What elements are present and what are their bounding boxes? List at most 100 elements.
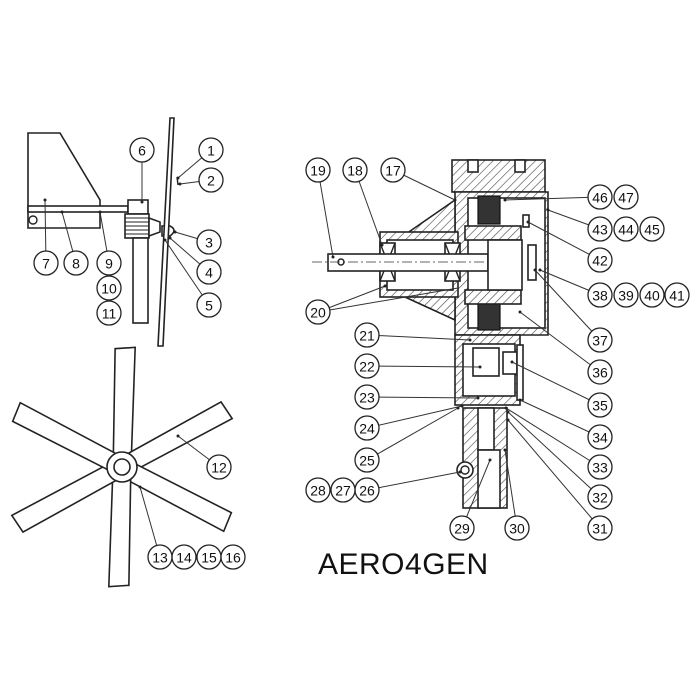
callout-8: 8	[63, 250, 89, 276]
callout-number: 4	[205, 265, 213, 281]
callout-number: 31	[592, 521, 608, 537]
callout-19: 19	[305, 157, 331, 183]
callout-44: 44	[613, 216, 639, 242]
callout-35: 35	[587, 392, 613, 418]
callout-number: 2	[207, 173, 215, 189]
callout-number: 22	[359, 359, 375, 375]
callout-21: 21	[354, 322, 380, 348]
callout-number: 1	[207, 143, 215, 159]
callout-number: 42	[592, 253, 608, 269]
callout-13: 13	[147, 544, 173, 570]
callout-number: 30	[509, 521, 525, 537]
callout-10: 10	[96, 275, 122, 301]
callout-39: 39	[613, 282, 639, 308]
top-cap	[451, 159, 546, 193]
callout-46: 46	[587, 184, 613, 210]
callout-number: 12	[211, 460, 227, 476]
callout-17: 17	[380, 157, 406, 183]
callout-number: 9	[105, 256, 113, 272]
callout-number: 5	[205, 298, 213, 314]
callout-number: 3	[205, 235, 213, 251]
callout-47: 47	[613, 184, 639, 210]
tail-vane	[27, 132, 101, 229]
main-shaft	[327, 253, 489, 272]
callout-number: 26	[359, 483, 375, 499]
callout-number: 45	[644, 222, 660, 238]
rotor-front-view	[10, 346, 234, 588]
callout-number: 21	[359, 328, 375, 344]
rotor-blade	[107, 473, 132, 588]
leader-line	[317, 169, 334, 258]
callout-45: 45	[639, 216, 665, 242]
callout-number: 36	[592, 365, 608, 381]
callout-number: 39	[618, 288, 634, 304]
leader-line	[366, 407, 459, 461]
callout-number: 28	[310, 483, 326, 499]
callout-number: 29	[454, 521, 470, 537]
tower-pole	[132, 237, 149, 324]
callout-22: 22	[354, 353, 380, 379]
callout-38: 38	[587, 282, 613, 308]
callout-number: 14	[176, 550, 192, 566]
leader-line	[519, 399, 601, 438]
callout-number: 43	[592, 222, 608, 238]
leader-line	[505, 407, 601, 468]
leader-line	[504, 449, 518, 529]
leader-line	[504, 196, 601, 201]
tail-boom	[27, 205, 129, 213]
callout-number: 17	[385, 163, 401, 179]
callout-number: 7	[42, 256, 50, 272]
callout-43: 43	[587, 216, 613, 242]
callout-number: 8	[72, 256, 80, 272]
callout-number: 25	[359, 453, 375, 469]
rotor-blade	[112, 346, 137, 461]
callout-number: 6	[138, 143, 146, 159]
callout-27: 27	[330, 477, 356, 503]
callout-32: 32	[587, 484, 613, 510]
leader-line	[366, 334, 471, 341]
leader-line	[164, 239, 210, 306]
callout-number: 16	[225, 550, 241, 566]
callout-33: 33	[587, 454, 613, 480]
callout-1: 1	[198, 137, 224, 163]
callout-4: 4	[196, 259, 222, 285]
blade-side	[157, 117, 175, 347]
callout-number: 15	[201, 550, 217, 566]
callout-29: 29	[449, 515, 475, 541]
leader-line	[527, 221, 601, 261]
callout-number: 10	[101, 281, 117, 297]
callout-23: 23	[354, 384, 380, 410]
stator-bottom	[477, 301, 501, 331]
callout-18: 18	[342, 157, 368, 183]
callout-25: 25	[354, 447, 380, 473]
callout-7: 7	[33, 250, 59, 276]
rotor-blade	[11, 401, 121, 473]
callout-34: 34	[587, 424, 613, 450]
callout-14: 14	[171, 544, 197, 570]
callout-number: 23	[359, 390, 375, 406]
callout-number: 24	[359, 421, 375, 437]
callout-6: 6	[129, 137, 155, 163]
callout-24: 24	[354, 415, 380, 441]
side-view-turbine	[27, 117, 179, 347]
callout-number: 38	[592, 288, 608, 304]
stator-top	[477, 195, 501, 225]
leader-line	[366, 396, 479, 399]
callout-40: 40	[639, 282, 665, 308]
leader-line	[519, 311, 601, 373]
callout-11: 11	[96, 300, 122, 326]
callout-number: 33	[592, 460, 608, 476]
callout-42: 42	[587, 247, 613, 273]
leader-line	[511, 361, 601, 406]
rotor-blade	[10, 461, 121, 534]
leader-line	[366, 471, 461, 491]
callout-30: 30	[504, 515, 530, 541]
leader-line	[534, 269, 601, 341]
callout-2: 2	[198, 167, 224, 193]
callout-number: 27	[335, 483, 351, 499]
callout-28: 28	[305, 477, 331, 503]
callout-37: 37	[587, 327, 613, 353]
callout-20: 20	[305, 299, 331, 325]
callout-26: 26	[354, 477, 380, 503]
